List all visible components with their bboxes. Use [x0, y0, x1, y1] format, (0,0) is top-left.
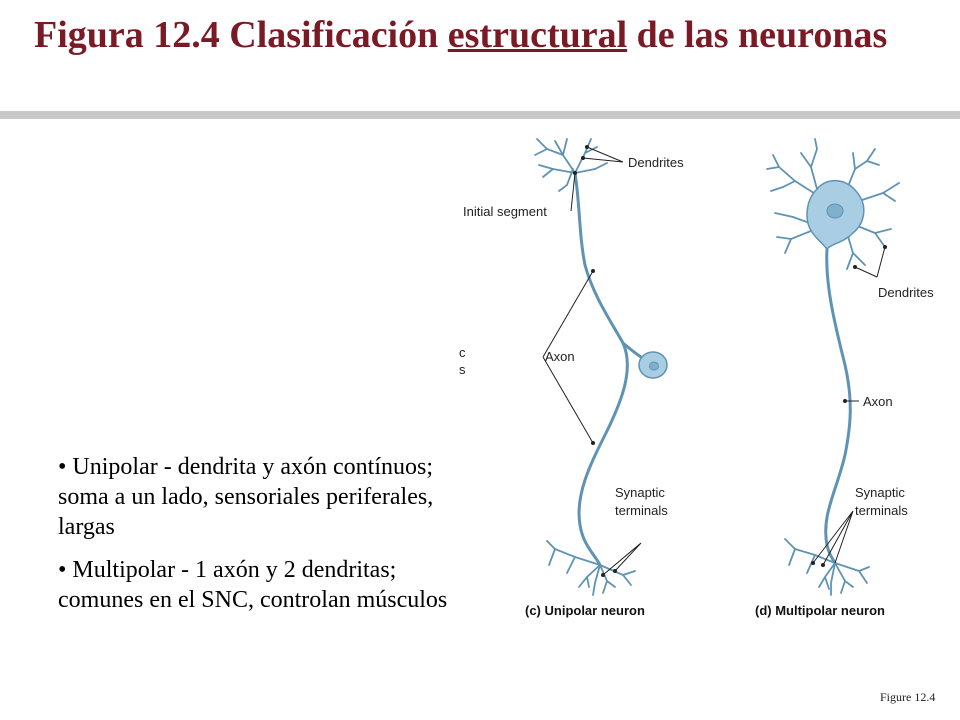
multipolar-dendrites-label: Dendrites	[878, 285, 934, 300]
title-text-end: de las neuronas	[627, 14, 888, 56]
figure-caption: Figure 12.4	[880, 690, 936, 704]
title-divider	[0, 111, 960, 119]
multipolar-neuron	[766, 138, 900, 596]
unipolar-axon-label: Axon	[545, 349, 575, 364]
multipolar-synaptic-label-2: terminals	[855, 503, 908, 518]
unipolar-neuron	[534, 138, 668, 596]
unipolar-dendrites-label: Dendrites	[628, 155, 684, 170]
unipolar-axon	[573, 171, 629, 567]
unipolar-caption: (c) Unipolar neuron	[525, 603, 645, 618]
unipolar-synaptic-label-1: Synaptic	[615, 485, 665, 500]
cut-label-c: c	[459, 345, 466, 360]
title-underlined-word: estructural	[447, 14, 628, 56]
unipolar-label-dots	[573, 145, 617, 577]
unipolar-leader-lines	[542, 146, 642, 576]
multipolar-terminal-branches	[784, 538, 870, 596]
neuron-figure: c s	[459, 138, 934, 618]
multipolar-label-dots	[811, 245, 887, 567]
multipolar-caption: (d) Multipolar neuron	[755, 603, 885, 618]
multipolar-synaptic-label-1: Synaptic	[855, 485, 905, 500]
multipolar-axon	[824, 247, 852, 565]
title-text: Figura 12.4 Clasificación	[34, 14, 448, 56]
unipolar-synaptic-label-2: terminals	[615, 503, 668, 518]
slide-title: Figura 12.4 Clasificación estructural de…	[34, 12, 934, 58]
unipolar-terminal-branches	[546, 540, 636, 596]
multipolar-axon-label: Axon	[863, 394, 893, 409]
cut-label-s: s	[459, 362, 466, 377]
bullet-multipolar: • Multipolar - 1 axón y 2 dendritas; com…	[58, 557, 448, 613]
bullet-unipolar: • Unipolar - dendrita y axón contínuos; …	[58, 454, 434, 540]
unipolar-dendrites	[534, 138, 608, 192]
multipolar-leader-lines	[812, 246, 886, 566]
multipolar-dendrites	[766, 138, 900, 270]
bullet-list: • Unipolar - dendrita y axón contínuos; …	[58, 452, 478, 628]
initial-segment-label: Initial segment	[463, 204, 547, 219]
